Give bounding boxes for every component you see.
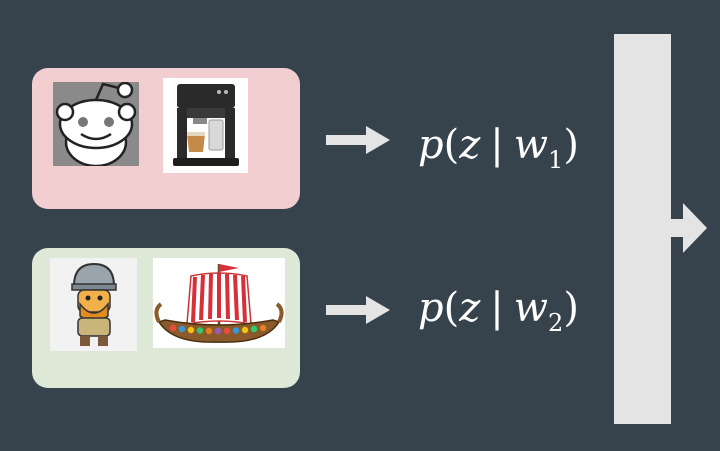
formula-word: w: [513, 122, 549, 168]
formula-subscript: 2: [548, 309, 564, 337]
espresso-machine-image: [163, 78, 248, 173]
viking-longship-image: [153, 258, 285, 348]
right-arrow-icon: [326, 126, 390, 154]
formula-var: z: [459, 122, 481, 168]
reddit-alien-image: [53, 82, 139, 166]
right-arrow-icon: [326, 296, 390, 324]
formula-sep: |: [490, 285, 504, 331]
formula-var: z: [459, 285, 481, 331]
formula-word-1: p(z|w1): [418, 122, 579, 174]
aggregation-bar: [614, 34, 671, 424]
formula-func: p: [418, 285, 444, 331]
big-right-arrow-icon: [671, 203, 707, 253]
formula-word: w: [513, 285, 549, 331]
formula-func: p: [418, 122, 444, 168]
viking-character-image: [50, 258, 137, 351]
formula-sep: |: [490, 122, 504, 168]
formula-subscript: 1: [548, 146, 564, 174]
formula-word-2: p(z|w2): [418, 285, 579, 337]
